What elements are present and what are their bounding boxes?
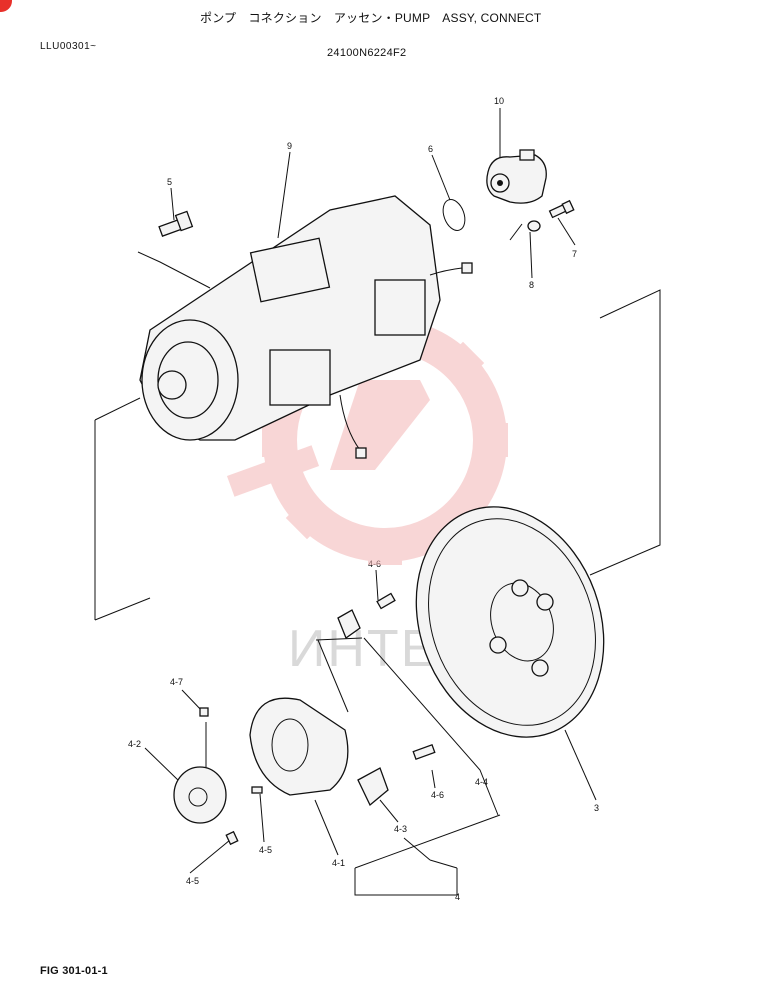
callout-4-3: 4-3 — [394, 824, 408, 834]
bolt-part-4-6-top — [376, 592, 396, 610]
callout-6: 6 — [428, 144, 434, 154]
callout-4-2: 4-2 — [128, 739, 142, 749]
assembly-part-number: 24100N6224F2 — [327, 47, 407, 59]
bolt-part-7 — [548, 199, 575, 219]
callout-4-7: 4-7 — [170, 677, 184, 687]
element-part-4-3 — [357, 767, 389, 807]
leader-lines — [94, 108, 661, 896]
o-ring-part-6 — [442, 199, 466, 231]
hub-part-4-2 — [173, 766, 227, 824]
callout-4-1: 4-1 — [332, 858, 346, 868]
coupling-part-4-1 — [249, 697, 349, 796]
set-screw-part-4-5-middle — [251, 786, 263, 794]
main-pump-part-9 — [139, 195, 473, 459]
set-screw-part-4-7 — [199, 707, 209, 717]
callout-4-4: 4-4 — [475, 777, 489, 787]
callout-4-5-middle: 4-5 — [259, 845, 273, 855]
serial-range: LLU00301~ — [40, 41, 97, 52]
callout-3: 3 — [594, 803, 600, 813]
callout-4-6-lower: 4-6 — [431, 790, 445, 800]
callout-7: 7 — [572, 249, 578, 259]
callout-9: 9 — [287, 141, 293, 151]
bolt-part-5 — [158, 210, 194, 237]
page-title: ポンプ コネクション アッセン・PUMP ASSY, CONNECT — [200, 11, 542, 25]
washer-part-8 — [527, 220, 541, 232]
callout-5: 5 — [167, 177, 173, 187]
callout-4-5-lower: 4-5 — [186, 876, 200, 886]
element-part-4-4 — [337, 609, 361, 640]
callout-8: 8 — [529, 280, 535, 290]
bolt-part-4-6-lower — [412, 743, 436, 761]
gear-pump-part-10 — [486, 149, 547, 204]
flywheel-housing-plate-part-3 — [415, 506, 605, 738]
callout-10: 10 — [494, 96, 505, 106]
set-screw-part-4-5-lower — [225, 830, 239, 846]
figure-id: FIG 301-01-1 — [40, 965, 108, 977]
callout-4: 4 — [455, 892, 461, 902]
